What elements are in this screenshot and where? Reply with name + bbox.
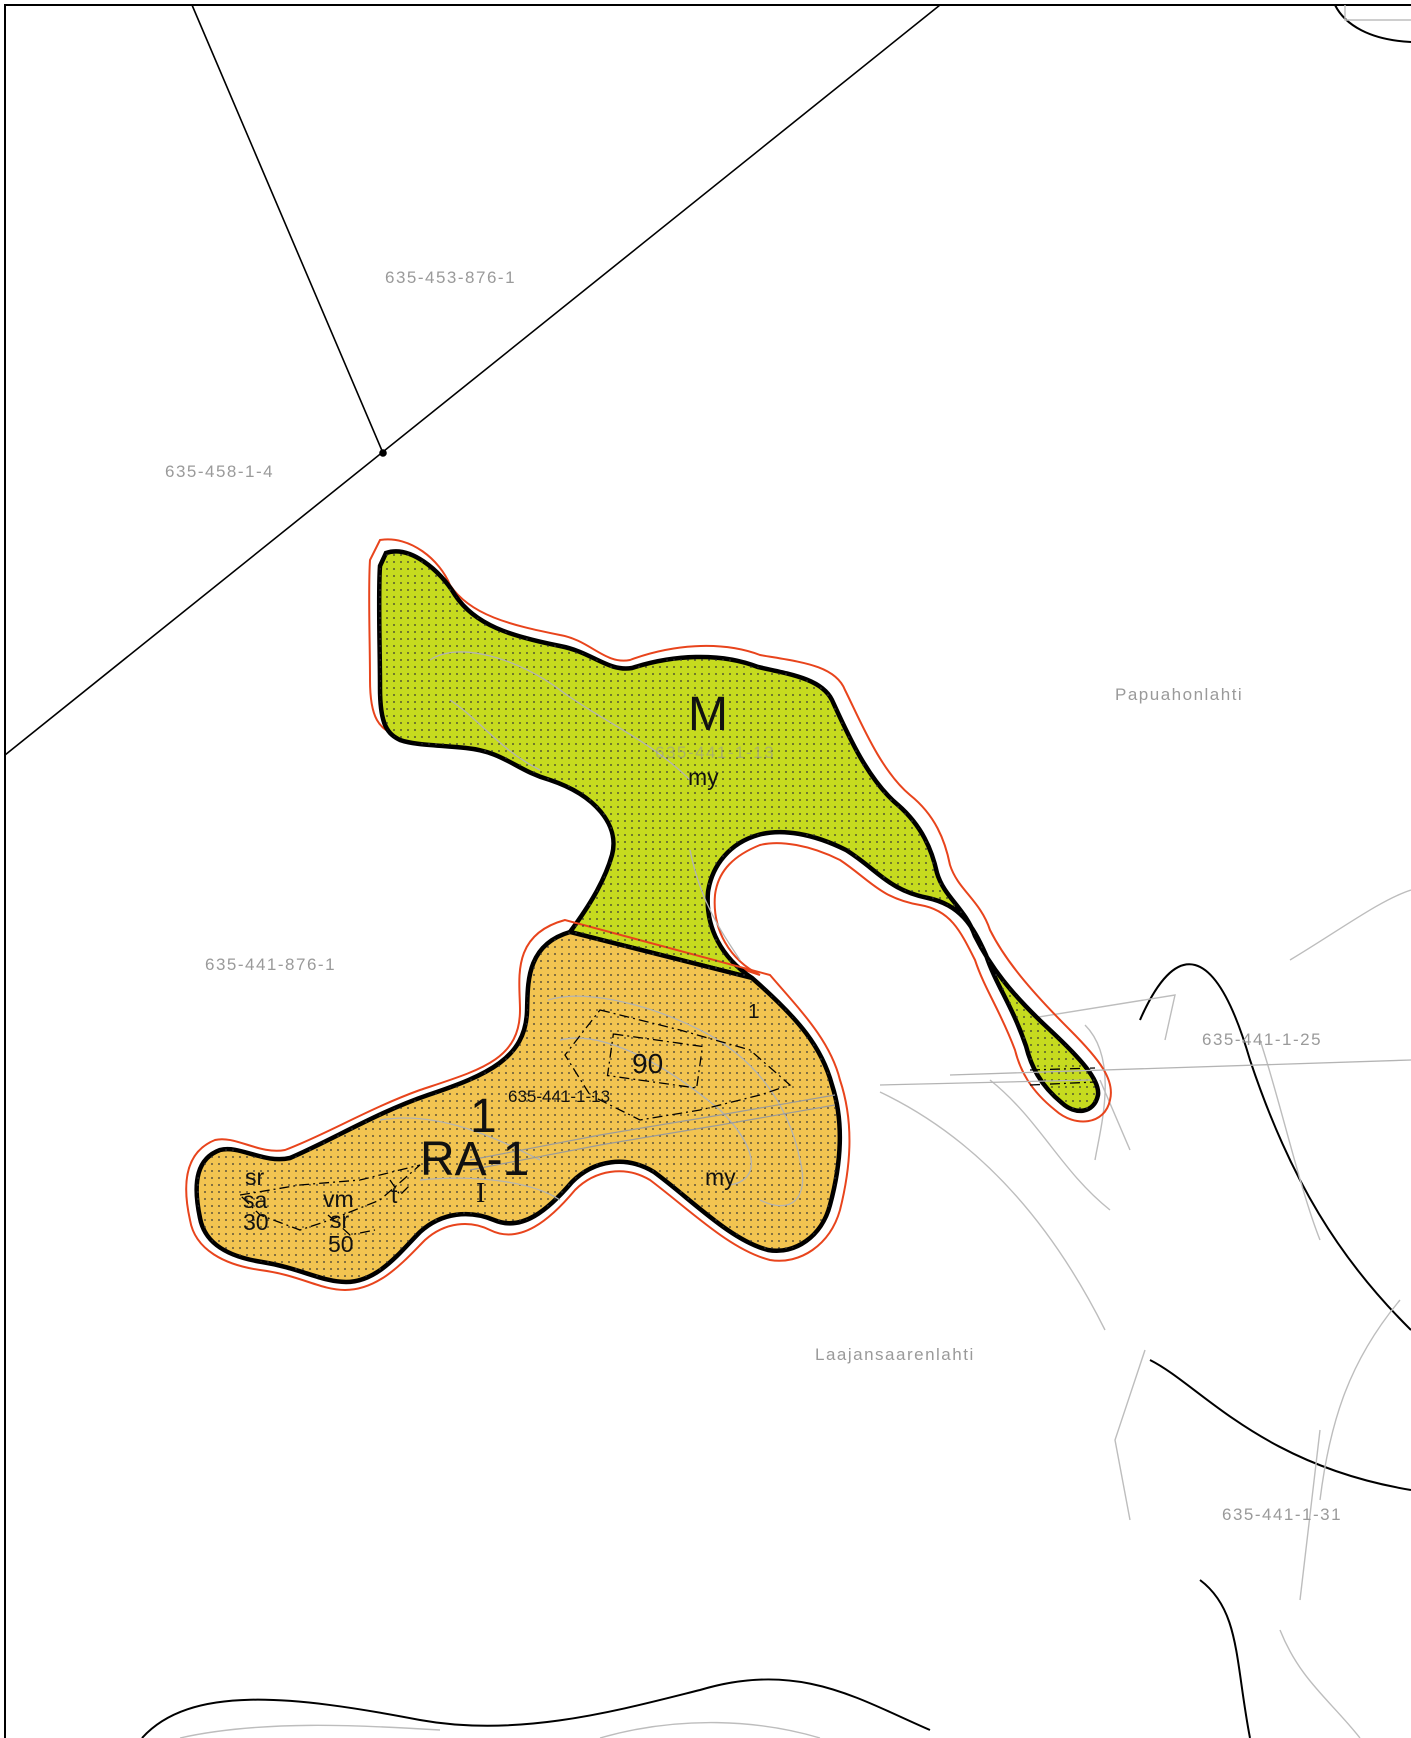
marking-vm: vm xyxy=(323,1186,354,1212)
marking-sr-2: sr xyxy=(330,1207,350,1233)
zone-ra-number: 1 xyxy=(470,1090,497,1143)
map-frame xyxy=(4,4,1411,1738)
water-name-laajansaarenlahti: Laajansaarenlahti xyxy=(815,1345,975,1364)
building-area-outline xyxy=(238,1009,1096,1236)
parcel-label-635-441-1-31: 635-441-1-31 xyxy=(1222,1505,1342,1524)
parcel-label-635-441-876-1: 635-441-876-1 xyxy=(205,955,336,974)
marking-30: 30 xyxy=(243,1209,269,1235)
building-area-value: 90 xyxy=(632,1048,663,1079)
zone-ra-corner-mark: 1 xyxy=(748,1001,759,1023)
water-name-papuahonlahti: Papuahonlahti xyxy=(1115,685,1243,704)
shorelines xyxy=(141,4,1411,1738)
contour-lines xyxy=(379,651,1411,1207)
marking-sa: sa xyxy=(243,1187,268,1213)
parcel-label-zone-m: 635-441-1-13 xyxy=(655,743,775,762)
zone-ra-sub: my xyxy=(705,1164,736,1190)
marking-sr-1: sr xyxy=(245,1164,265,1190)
zone-ra-texture xyxy=(196,932,840,1282)
marking-t: t xyxy=(391,1182,398,1208)
parcel-label-zone-ra: 635-441-1-13 xyxy=(508,1087,610,1106)
property-lines xyxy=(4,4,941,756)
zone-m-texture xyxy=(379,551,1099,1111)
parcel-label-635-453-876-1: 635-453-876-1 xyxy=(385,268,516,287)
parcel-label-635-458-1-4: 635-458-1-4 xyxy=(165,462,274,481)
marking-50: 50 xyxy=(328,1231,354,1257)
zone-ra-code: RA-1 xyxy=(420,1133,529,1186)
zone-m-sub: my xyxy=(688,764,719,790)
parcel-label-635-441-1-25: 635-441-1-25 xyxy=(1202,1030,1322,1049)
terrain-lines xyxy=(179,5,1411,1738)
zone-ra-red-boundary xyxy=(185,918,851,1292)
road-lines xyxy=(469,1094,836,1171)
zone-m-code: M xyxy=(688,688,728,741)
zone-ra-floors: I xyxy=(476,1178,485,1209)
